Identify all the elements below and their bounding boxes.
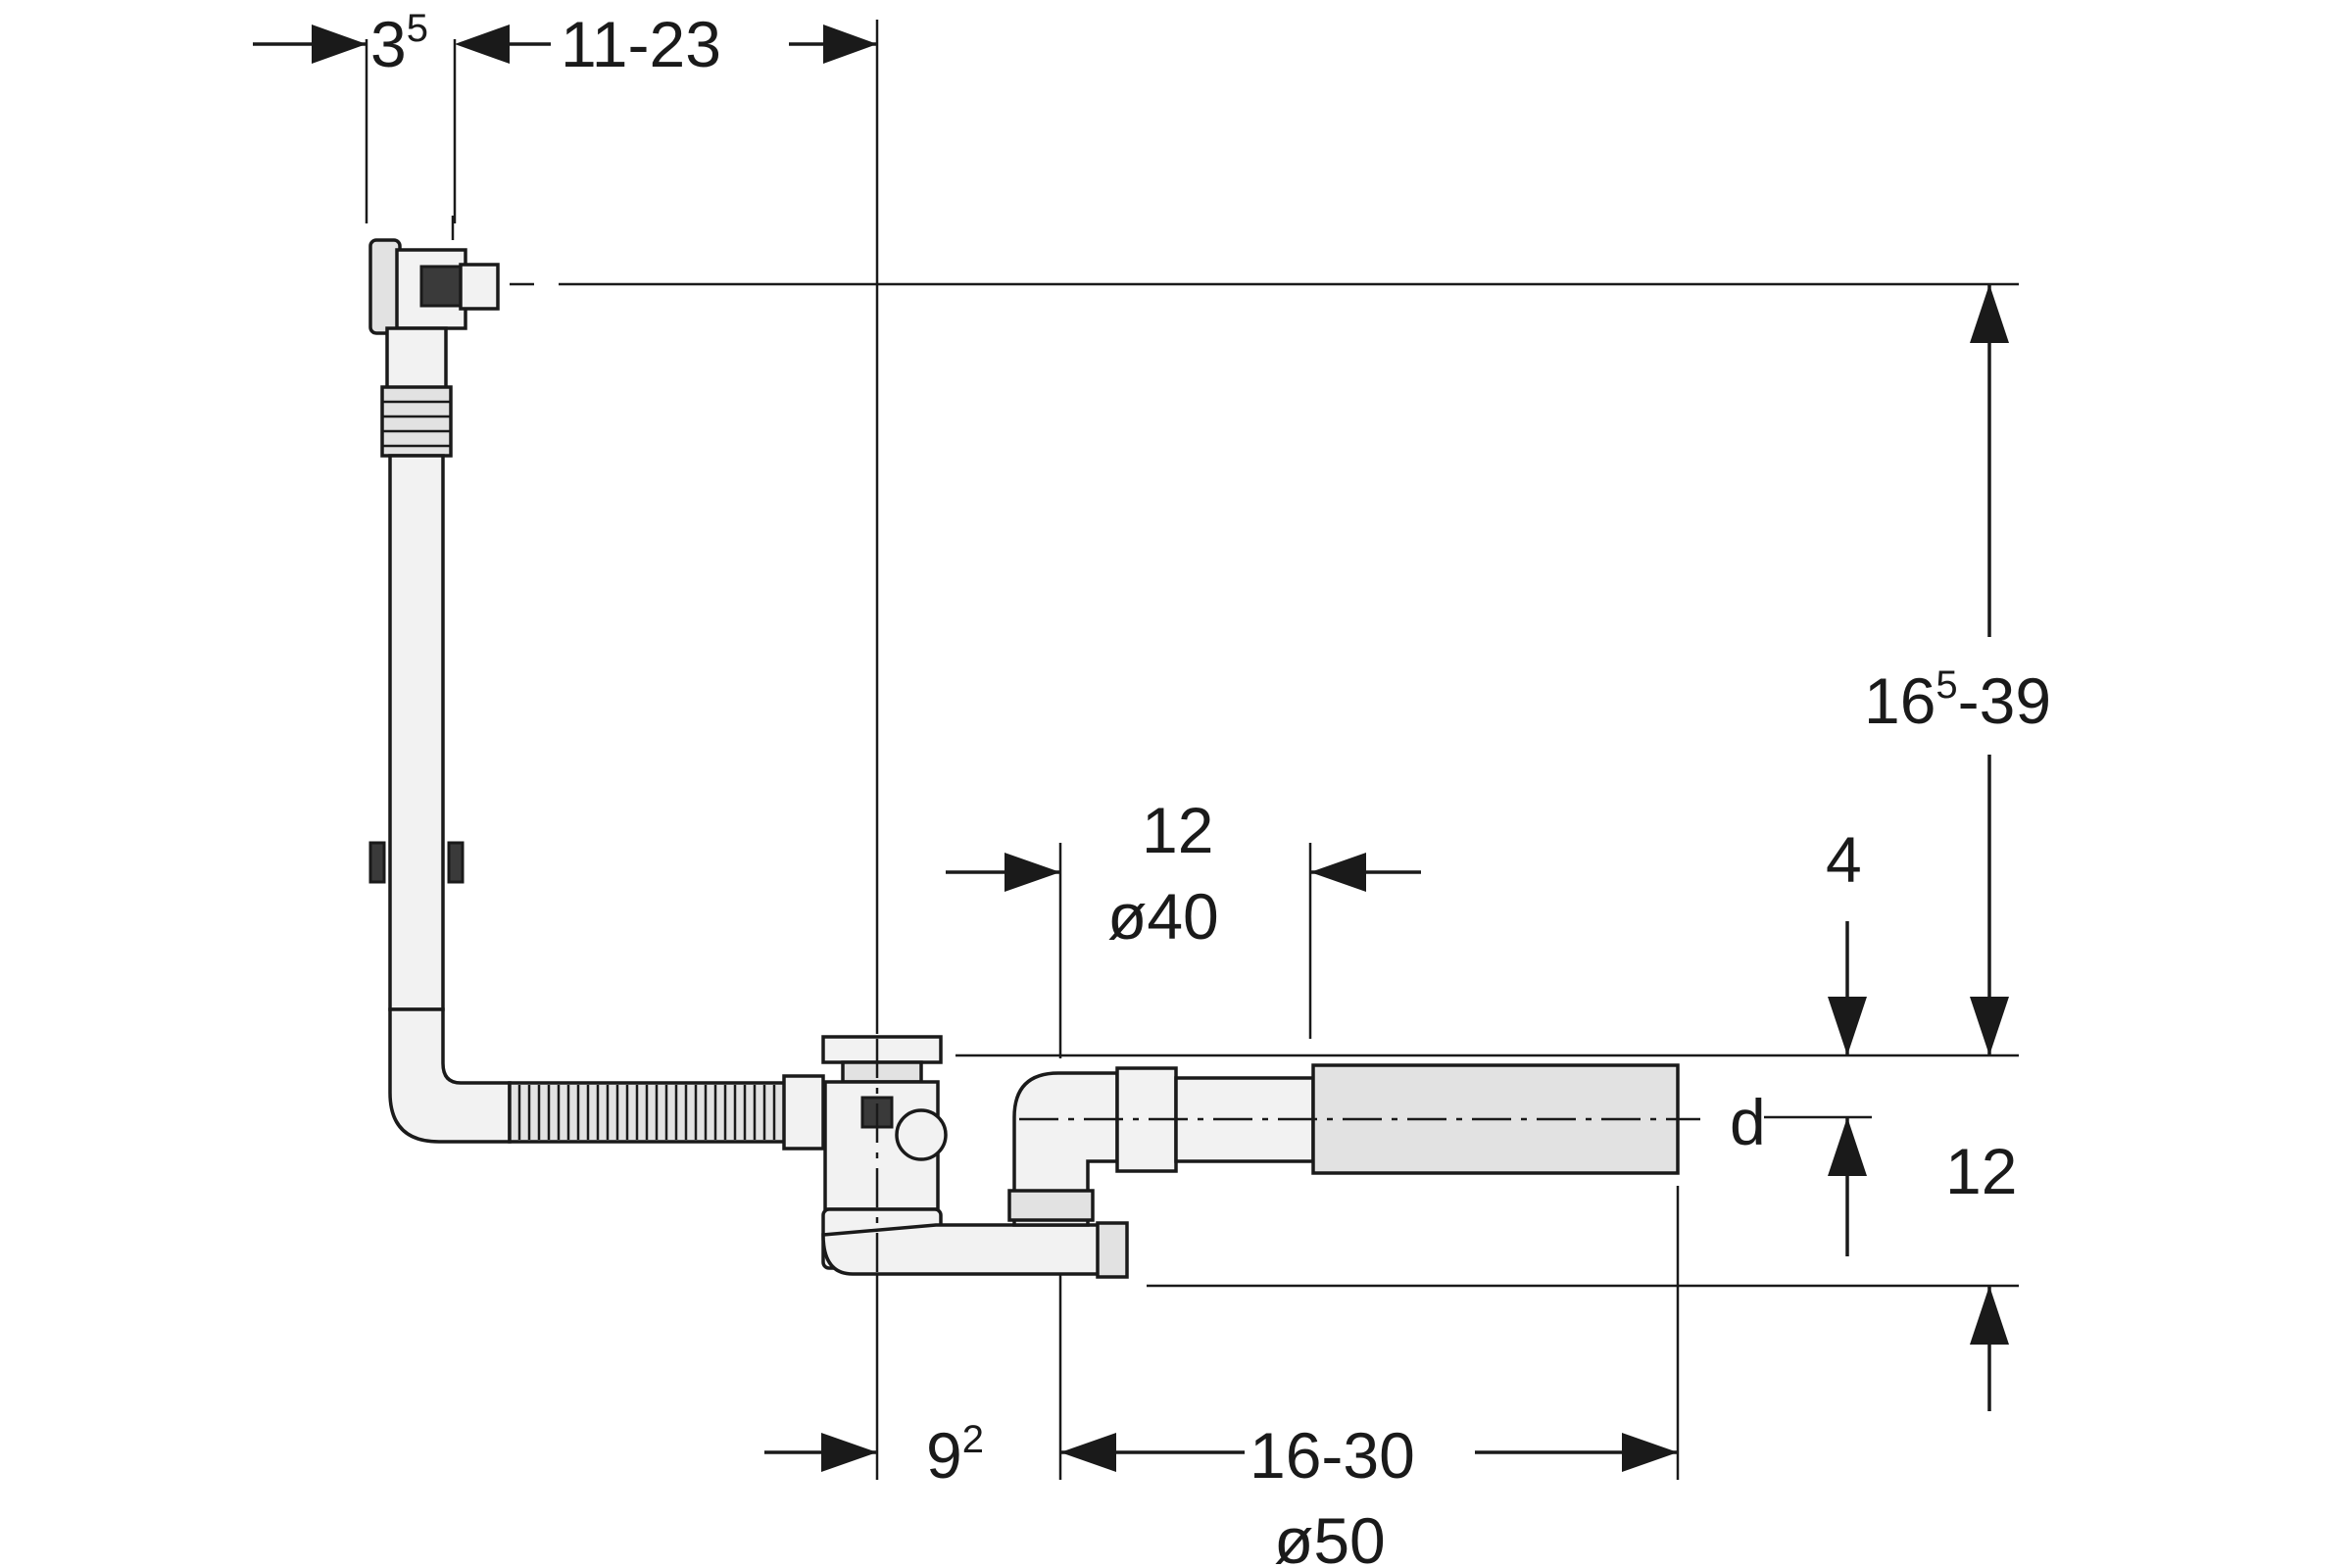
drain-body xyxy=(821,1035,1129,1279)
arrow-down xyxy=(1970,997,2009,1055)
dim-overflow-gap xyxy=(1828,921,1867,1055)
label-overflow-gap: 4 xyxy=(1826,823,1862,896)
dim-top-offset xyxy=(253,24,551,223)
flex-hose xyxy=(508,1074,825,1151)
label-top-offset: 35 xyxy=(370,7,428,80)
label-diameter-symbol: d xyxy=(1730,1086,1766,1158)
label-pipe-range: 16-30 xyxy=(1250,1419,1415,1492)
arrow-right xyxy=(823,24,877,64)
arrow-up xyxy=(1970,1286,2009,1345)
arrow-left xyxy=(455,24,510,64)
label-outlet-length: 12 xyxy=(1142,794,1213,866)
trap-cap xyxy=(1096,1221,1129,1279)
clip-left xyxy=(368,841,386,884)
hose-coupling xyxy=(782,1074,825,1151)
outlet-ring xyxy=(1007,1189,1095,1222)
arrow-right xyxy=(821,1433,877,1472)
overflow-tube xyxy=(388,454,445,1011)
label-top-range: 11-23 xyxy=(561,8,721,80)
dim-drain-depth xyxy=(1147,1115,2019,1411)
outlet-assembly xyxy=(875,1039,1700,1274)
clip-right xyxy=(447,841,465,884)
drain-ring xyxy=(841,1060,923,1084)
label-height-range: 165-39 xyxy=(1864,663,2051,737)
arrow-right xyxy=(312,24,367,64)
arrow-right xyxy=(1004,853,1060,892)
overflow-spindle xyxy=(459,263,500,311)
label-trap-offset: 92 xyxy=(926,1418,984,1492)
dim-top-range xyxy=(789,20,879,1034)
drain-valve xyxy=(895,1108,948,1161)
arrow-down xyxy=(1828,997,1867,1055)
dim-outlet xyxy=(946,843,1421,1058)
label-pipe-diameter: ø50 xyxy=(1274,1504,1386,1568)
arrow-up xyxy=(1828,1117,1867,1176)
arrow-up xyxy=(1970,284,2009,343)
arrow-left xyxy=(1310,853,1366,892)
overflow-pipe xyxy=(368,385,465,1011)
label-outlet-diameter: ø40 xyxy=(1107,880,1219,953)
trap-pipe xyxy=(821,1223,1119,1276)
drain-flange xyxy=(821,1035,943,1064)
arrow-left xyxy=(1060,1433,1116,1472)
overflow-nut xyxy=(419,265,463,308)
dim-height-range xyxy=(559,282,2019,1057)
lower-elbow xyxy=(388,1007,512,1144)
overflow-head xyxy=(368,216,534,394)
label-drain-depth: 12 xyxy=(1945,1135,2017,1207)
arrow-right xyxy=(1622,1433,1678,1472)
overflow-neck xyxy=(385,326,448,394)
